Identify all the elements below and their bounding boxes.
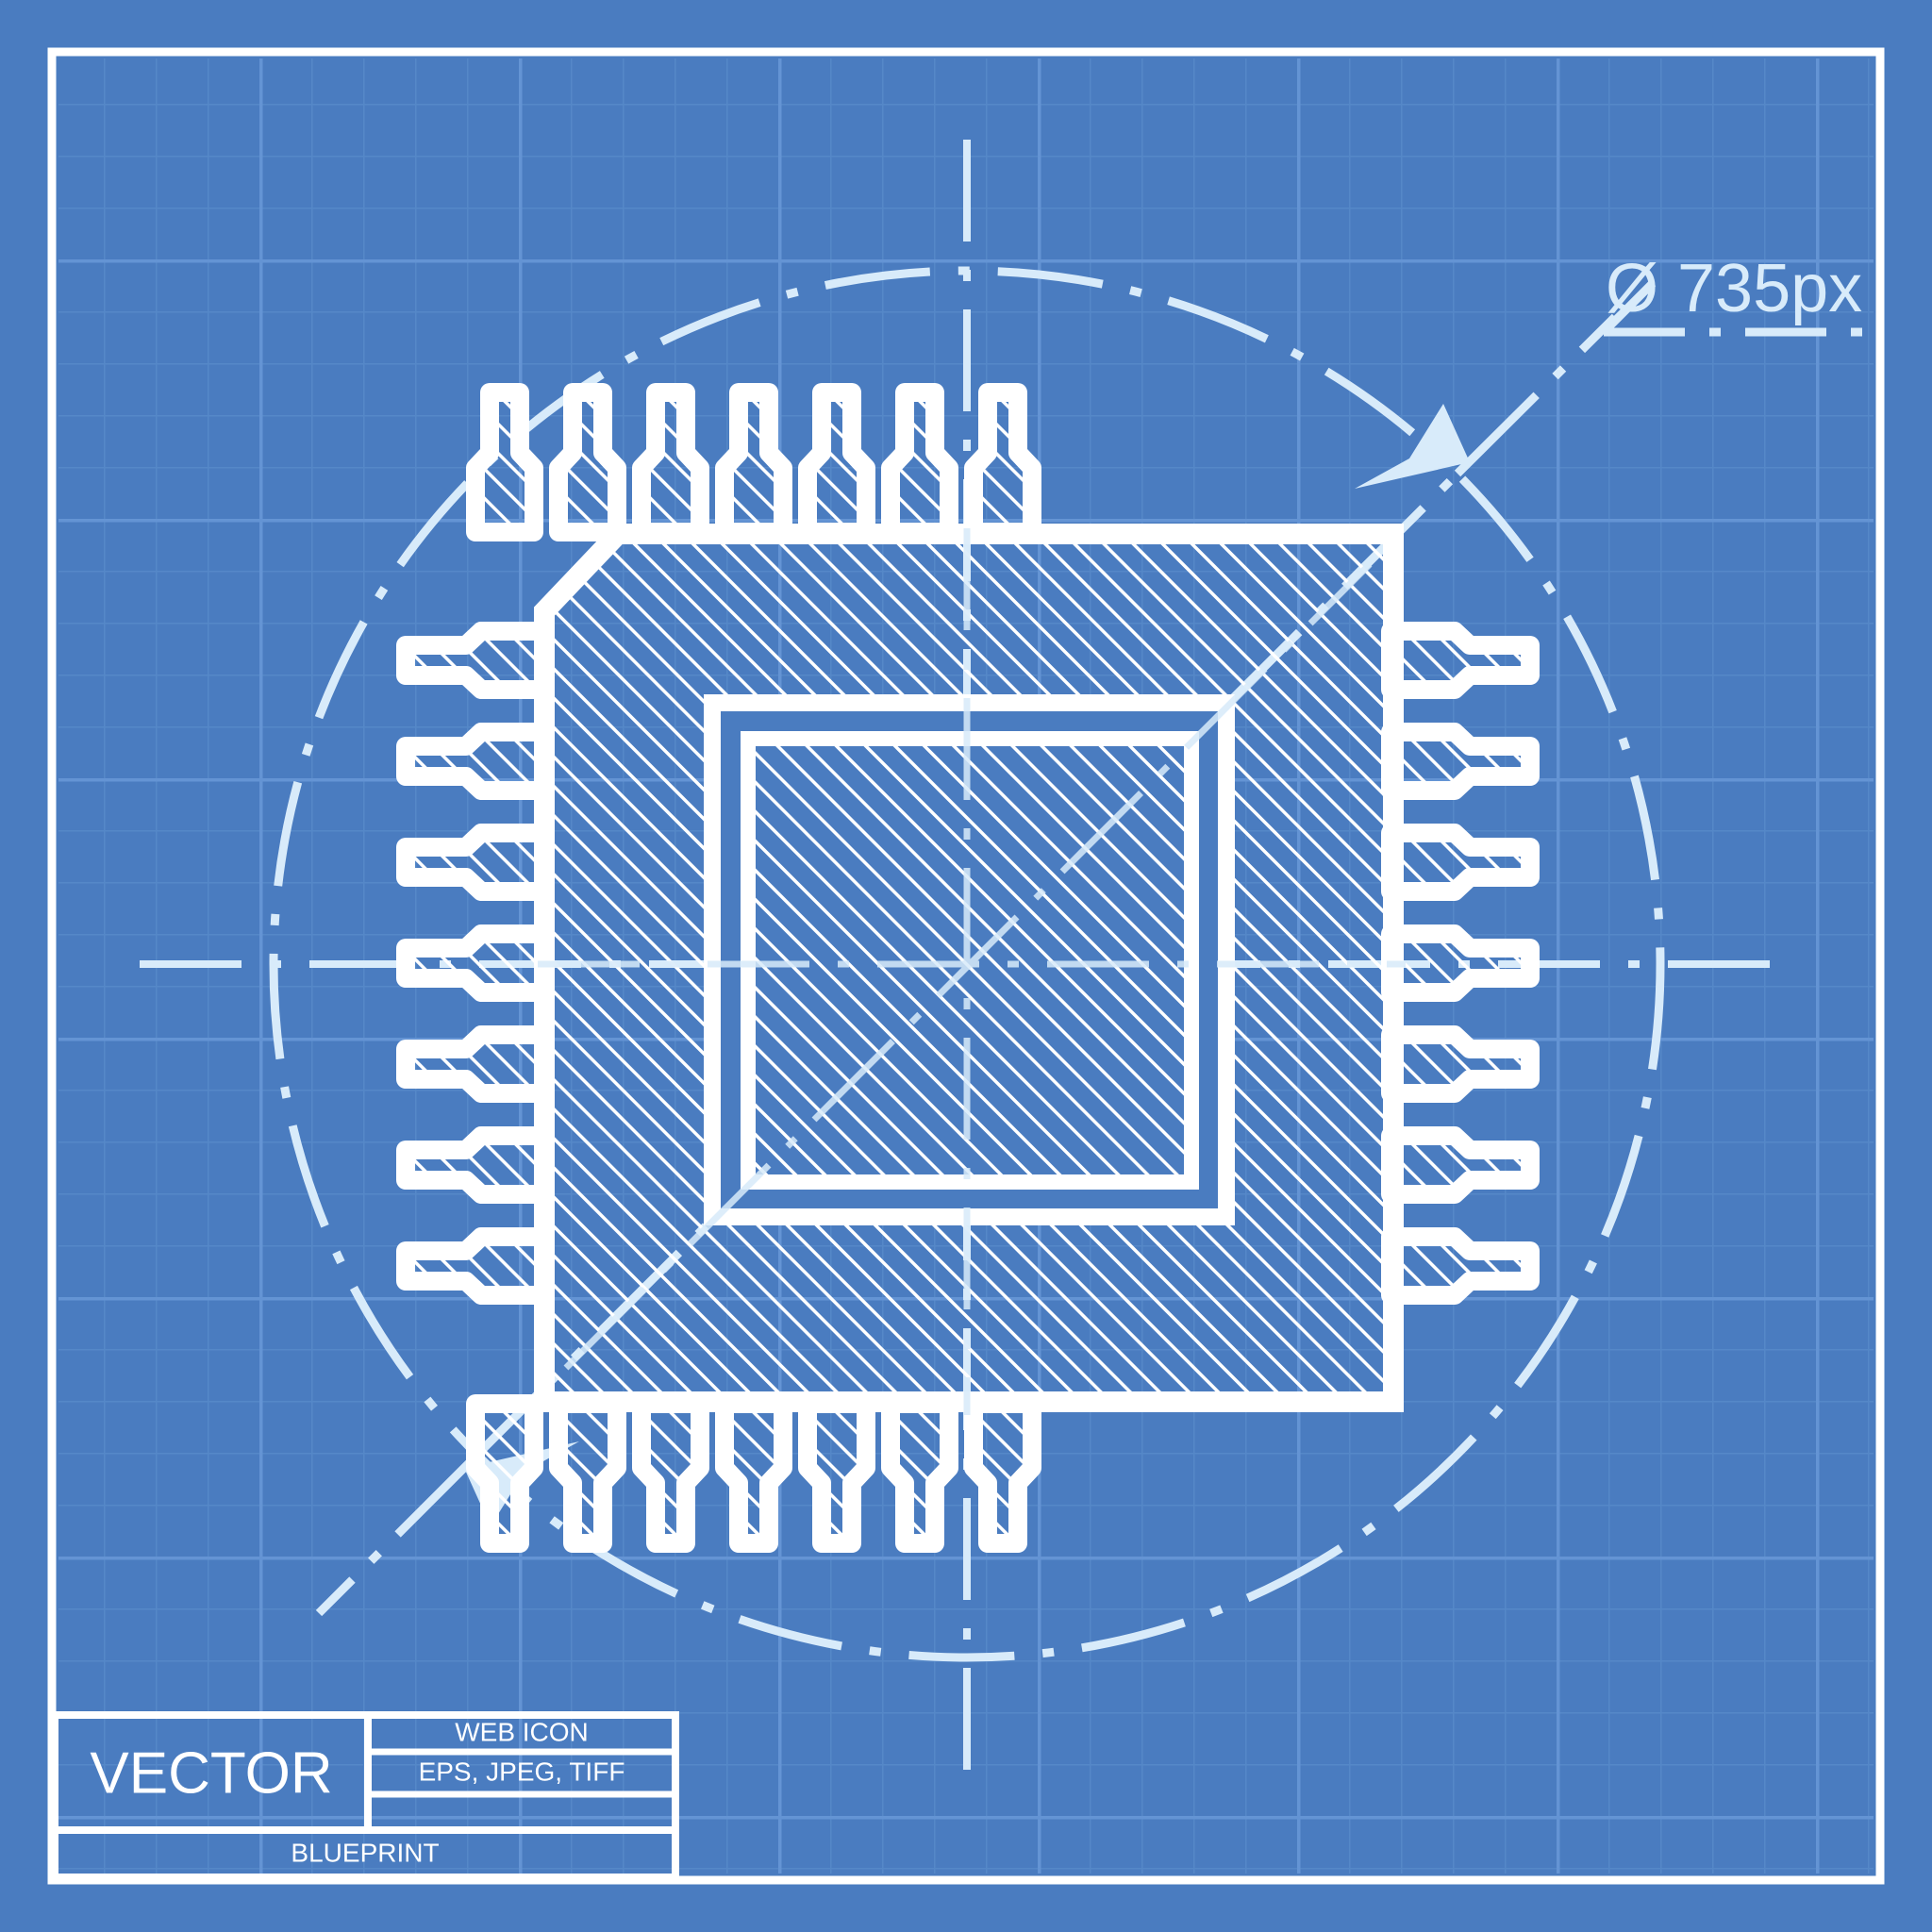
- diagonal-dimension-line-overlay: [563, 561, 1373, 1371]
- title-block-blueprint-label: BLUEPRINT: [291, 1838, 439, 1867]
- dimension-leader-extension-bottom: [315, 1452, 480, 1617]
- upper-right-arrow: [1355, 404, 1470, 489]
- dimension-leader-extension-top: [1454, 313, 1619, 477]
- title-block-formats-label: EPS, JPEG, TIFF: [419, 1757, 625, 1786]
- title-block-vector-label: VECTOR: [90, 1740, 332, 1806]
- frame-border: [47, 47, 1885, 1885]
- title-block-web-icon-label: WEB ICON: [455, 1717, 589, 1746]
- diameter-label: Ø 735px: [1606, 251, 1862, 326]
- dimension-leader-elbow: [1600, 279, 1657, 336]
